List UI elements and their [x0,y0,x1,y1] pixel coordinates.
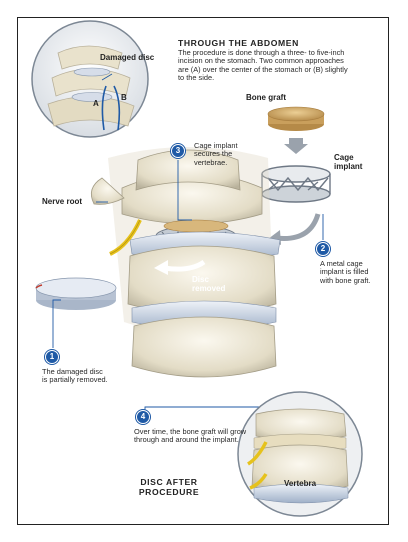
disc-removed-label: Disc removed [192,276,232,294]
step-2-marker: 2 [316,242,330,256]
approach-b-label: B [121,94,127,103]
down-arrow [284,138,308,154]
illustration-frame: Damaged disc A B THROUGH THE ABDOMEN The… [17,17,389,525]
step-2-text: A metal cage implant is filled with bone… [320,260,376,285]
inset-circle [32,21,148,137]
damaged-disc-label: Damaged disc [100,54,160,63]
spine-model [91,147,280,377]
cage-implant [262,166,330,202]
abdomen-description: The procedure is done through a three- t… [178,49,350,82]
cage-implant-label: Cage implant [334,154,374,172]
after-procedure-circle [238,392,362,516]
step-3-text: Cage implant secures the vertebrae. [194,142,256,167]
step-1-text: The damaged disc is partially removed. [42,368,108,385]
step-4-marker: 4 [136,410,150,424]
bone-graft-label: Bone graft [246,94,286,103]
step-1-marker: 1 [45,350,59,364]
disc-after-procedure-title: DISC AFTER PROCEDURE [132,478,206,497]
approach-a-label: A [93,100,99,109]
removed-disc [36,278,116,310]
bone-graft-disk [268,107,324,131]
step-3-marker: 3 [171,144,185,158]
curve-arrow [276,214,318,239]
vertebra-label: Vertebra [284,480,316,489]
step-4-text: Over time, the bone graft will grow thro… [134,428,252,445]
nerve-root-label: Nerve root [42,198,82,207]
